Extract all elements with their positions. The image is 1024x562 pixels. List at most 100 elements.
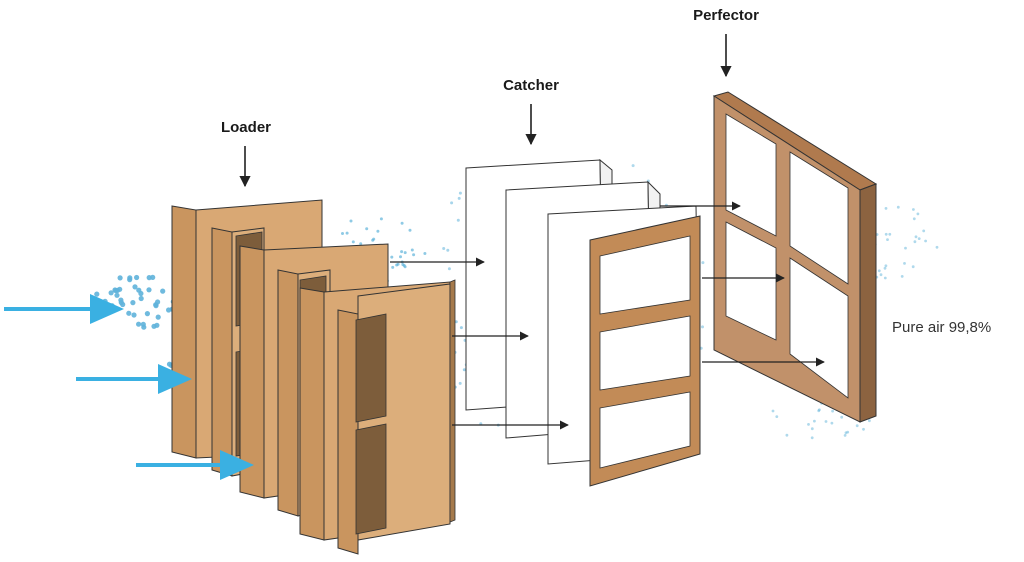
air-particle xyxy=(390,255,394,259)
air-particle xyxy=(458,381,462,385)
air-particle xyxy=(459,326,463,330)
air-particle xyxy=(94,291,100,297)
air-particle xyxy=(862,427,865,431)
air-particle xyxy=(117,286,123,292)
air-particle xyxy=(824,420,828,423)
air-particle xyxy=(399,255,402,259)
air-particle xyxy=(447,267,451,271)
air-particle xyxy=(903,262,906,265)
air-particle xyxy=(456,218,460,222)
air-particle xyxy=(365,227,369,231)
air-particle xyxy=(117,275,123,281)
flow-arrows xyxy=(390,201,825,430)
incoming-air-arrow-icon xyxy=(76,364,192,394)
air-particle xyxy=(154,322,160,328)
air-particle xyxy=(108,290,114,296)
air-particle xyxy=(922,229,926,233)
air-particle xyxy=(166,307,172,313)
loader-panel xyxy=(299,279,456,555)
air-particle xyxy=(423,252,427,255)
air-particle xyxy=(896,205,900,209)
air-particle xyxy=(112,287,118,293)
air-particle xyxy=(131,312,137,318)
air-particle xyxy=(132,284,138,290)
incoming-air-arrows xyxy=(4,294,254,480)
air-particle xyxy=(913,240,917,244)
air-particle xyxy=(408,228,412,232)
air-particle xyxy=(884,207,888,210)
stage-pointers xyxy=(239,34,732,188)
air-particle xyxy=(458,191,462,195)
incoming-air-arrow-icon xyxy=(136,450,254,480)
air-particle xyxy=(924,239,927,243)
air-particle xyxy=(631,164,635,168)
air-particle xyxy=(127,275,133,281)
air-particle xyxy=(400,250,404,254)
air-particle xyxy=(701,325,704,329)
output-label: Pure air 99,8% xyxy=(892,319,991,336)
air-particle xyxy=(134,274,140,281)
air-particle xyxy=(379,217,383,221)
air-particle xyxy=(462,368,466,372)
air-particle xyxy=(454,320,458,324)
air-particle xyxy=(883,266,887,270)
air-particle xyxy=(813,419,816,423)
air-particle xyxy=(935,245,939,249)
air-particle xyxy=(166,361,173,367)
air-particle xyxy=(341,232,344,235)
air-particle xyxy=(912,217,916,221)
air-particle xyxy=(701,261,705,265)
air-particle xyxy=(155,314,161,320)
air-particle xyxy=(810,427,814,431)
air-particle xyxy=(886,238,889,242)
air-particle xyxy=(446,248,450,252)
air-particle xyxy=(391,265,395,269)
air-particle xyxy=(785,433,789,437)
air-particle xyxy=(888,232,892,236)
air-particle xyxy=(900,275,904,278)
air-particle xyxy=(450,201,454,205)
air-particle xyxy=(146,275,152,281)
air-particle xyxy=(914,235,918,239)
air-particle xyxy=(412,253,416,257)
air-particle xyxy=(372,237,376,241)
air-particle xyxy=(141,324,147,330)
air-particle xyxy=(771,409,775,413)
air-particle xyxy=(402,264,406,267)
loader-label: Loader xyxy=(221,119,271,136)
air-particle xyxy=(831,409,834,413)
air-particle xyxy=(349,219,353,223)
air-particle xyxy=(126,310,132,316)
air-particle xyxy=(877,269,881,273)
air-particle xyxy=(130,300,136,306)
air-particle xyxy=(911,265,915,269)
perfector-filter xyxy=(712,91,878,423)
air-particle xyxy=(855,424,859,428)
air-particle xyxy=(351,240,355,244)
air-particle xyxy=(884,232,888,236)
air-particle xyxy=(118,299,124,306)
air-particle xyxy=(376,229,380,233)
air-particle xyxy=(817,409,821,413)
air-particle xyxy=(912,208,915,211)
air-particle xyxy=(879,273,883,277)
air-particle xyxy=(359,242,363,246)
air-particle xyxy=(144,311,150,317)
air-particle xyxy=(917,237,921,241)
air-particle xyxy=(883,276,887,280)
air-particle xyxy=(160,288,166,294)
air-particle xyxy=(146,287,152,293)
air-particle xyxy=(844,431,848,435)
air-particle xyxy=(904,246,907,250)
air-particle xyxy=(810,436,814,440)
air-particle xyxy=(807,423,810,426)
loader-filter xyxy=(171,199,456,555)
air-particle xyxy=(442,247,446,250)
air-particle xyxy=(830,421,834,425)
air-particle xyxy=(843,434,847,437)
air-particle xyxy=(114,292,120,298)
catcher-filter xyxy=(465,158,701,487)
air-particle xyxy=(775,415,779,418)
air-particle xyxy=(884,264,888,268)
